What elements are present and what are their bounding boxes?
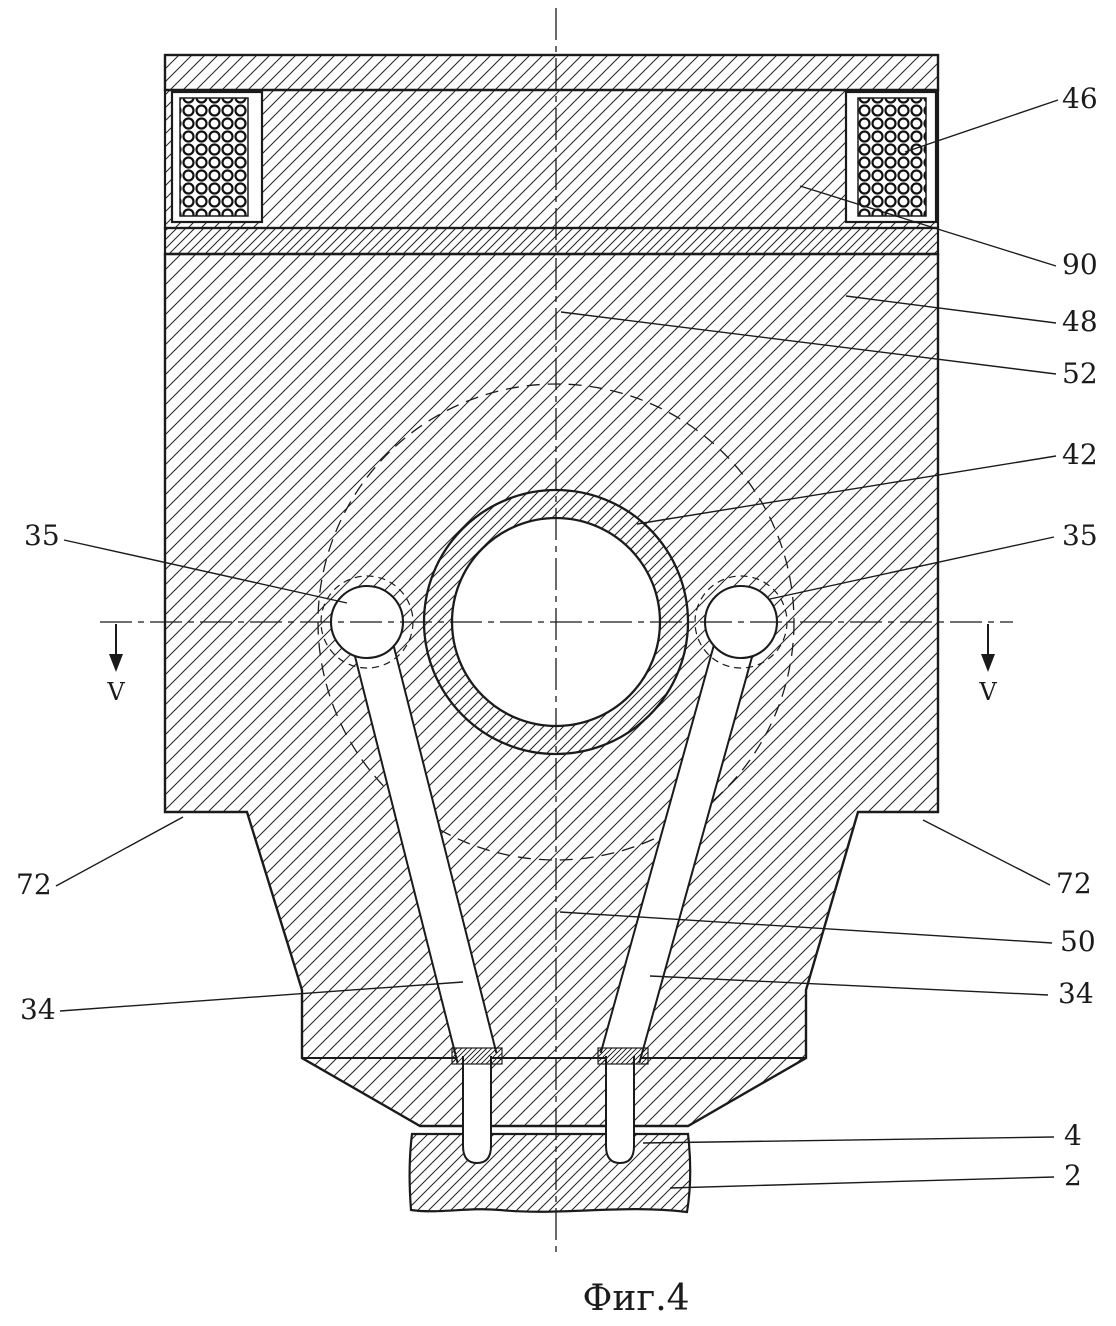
section-letter-right: V bbox=[978, 678, 997, 706]
nozzle-tip-left-4 bbox=[462, 1120, 492, 1165]
leader-34-right bbox=[649, 975, 1049, 996]
channel-left-wall-b bbox=[385, 616, 498, 1054]
leader-4 bbox=[642, 1136, 1055, 1144]
figure-caption: Фиг.4 bbox=[582, 1278, 689, 1319]
leader-72-left bbox=[55, 816, 184, 887]
nozzle-tip-right-4 bbox=[605, 1120, 635, 1165]
section-marker-right: V bbox=[978, 624, 997, 706]
section-letter-left: V bbox=[106, 678, 125, 706]
leader-72-right bbox=[922, 819, 1051, 886]
seal-right bbox=[597, 1047, 649, 1065]
leader-lines bbox=[55, 99, 1059, 1189]
ball-bearing-left bbox=[170, 90, 264, 224]
leader-90 bbox=[799, 185, 1057, 267]
channel-left-wall-a bbox=[346, 626, 459, 1064]
leader-48 bbox=[845, 295, 1057, 324]
tube-right-bore bbox=[606, 1056, 634, 1128]
pocket-right-phantom bbox=[694, 575, 788, 669]
leader-34-left bbox=[59, 981, 464, 1012]
channel-right-wall-a bbox=[599, 616, 723, 1054]
leader-2 bbox=[669, 1176, 1055, 1189]
channel-right-wall-b bbox=[638, 626, 762, 1064]
leader-35-right bbox=[769, 536, 1055, 600]
section-arrow-right-head bbox=[981, 654, 995, 672]
tube-right bbox=[605, 1056, 635, 1128]
ref-label-52: 52 bbox=[1062, 357, 1098, 390]
ball-bearing-right bbox=[844, 90, 938, 224]
section-marker-left: V bbox=[106, 624, 125, 706]
ref-label-72-right: 72 bbox=[1056, 867, 1092, 900]
channel-left-34 bbox=[346, 616, 498, 1064]
tube-left bbox=[462, 1056, 492, 1128]
ref-label-90: 90 bbox=[1062, 248, 1098, 281]
channel-right-34 bbox=[599, 616, 762, 1064]
channel-left-bore bbox=[347, 617, 497, 1063]
balls-left bbox=[179, 97, 249, 217]
ram-body-90 bbox=[163, 88, 940, 230]
ref-label-34-left: 34 bbox=[20, 993, 56, 1026]
ref-label-34-right: 34 bbox=[1058, 977, 1094, 1010]
ref-label-48: 48 bbox=[1062, 305, 1098, 338]
top-plate bbox=[163, 53, 940, 92]
leader-35-left bbox=[63, 539, 348, 604]
ref-label-35-right: 35 bbox=[1062, 519, 1098, 552]
ref-label-35-left: 35 bbox=[24, 519, 60, 552]
ref-label-50: 50 bbox=[1060, 925, 1096, 958]
leader-52 bbox=[560, 311, 1057, 375]
ref-label-46: 46 bbox=[1062, 82, 1098, 115]
leader-50 bbox=[559, 911, 1053, 944]
seal-left bbox=[451, 1047, 503, 1065]
ref-label-4: 4 bbox=[1064, 1119, 1082, 1152]
ref-label-42: 42 bbox=[1062, 438, 1098, 471]
ref-label-72-left: 72 bbox=[16, 868, 52, 901]
section-arrow-left-head bbox=[109, 654, 123, 672]
leader-42 bbox=[636, 455, 1057, 525]
channel-right-bore bbox=[600, 616, 761, 1064]
balls-right bbox=[857, 97, 927, 217]
workpiece-block-2 bbox=[408, 1132, 692, 1214]
intermediate-plate bbox=[163, 226, 940, 256]
ref-label-2: 2 bbox=[1064, 1159, 1082, 1192]
tube-left-bore bbox=[463, 1056, 491, 1128]
leader-46 bbox=[904, 99, 1059, 153]
